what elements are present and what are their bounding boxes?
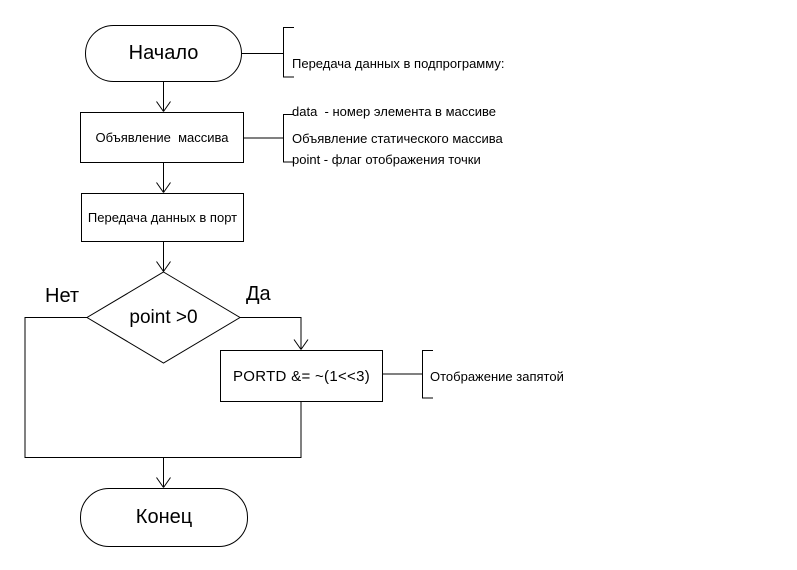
- connector-merge-to-end: [156, 457, 171, 488]
- annotation-subroutine-line1: Передача данных в подпрограмму:: [292, 56, 505, 71]
- annotation-subroutine: Передача данных в подпрограмму: data - н…: [292, 24, 504, 200]
- bracket-icon: [422, 350, 433, 399]
- arrowhead-down-icon: [156, 182, 171, 193]
- arrowhead-down-icon: [156, 477, 171, 488]
- connector-no-branch: [24, 317, 87, 458]
- decision-node: point >0: [87, 272, 240, 363]
- annotation-static-array: Объявление статического массива: [292, 131, 503, 146]
- connector-yes-branch: [240, 317, 309, 350]
- portd-node: PORTD &= ~(1<<3): [220, 350, 383, 402]
- connector-start-to-declare: [156, 82, 171, 112]
- connector-port-to-decision: [156, 242, 171, 272]
- arrowhead-down-icon: [156, 101, 171, 112]
- declare-array-node: Объявление массива: [80, 112, 244, 163]
- annotation-subroutine-line2: data - номер элемента в массиве: [292, 104, 496, 119]
- decision-node-label: point >0: [129, 306, 198, 328]
- arrowhead-down-icon: [293, 339, 309, 350]
- callout-declare-annotation: [244, 114, 294, 163]
- connector-declare-to-port: [156, 163, 171, 193]
- branch-label-yes: Да: [246, 283, 271, 305]
- send-to-port-node-label: Передача данных в порт: [87, 210, 238, 225]
- declare-array-node-label: Объявление массива: [95, 130, 229, 145]
- bracket-icon: [283, 114, 294, 163]
- portd-node-label: PORTD &= ~(1<<3): [232, 367, 371, 385]
- start-node: Начало: [85, 25, 242, 82]
- end-node-label: Конец: [135, 506, 193, 528]
- branch-label-no: Нет: [45, 285, 80, 307]
- start-node-label: Начало: [128, 42, 199, 64]
- annotation-comma-display: Отображение запятой: [430, 369, 564, 384]
- bracket-icon: [283, 27, 294, 78]
- decision-diamond-shape: [86, 271, 241, 364]
- callout-start-annotation: [242, 27, 294, 78]
- callout-portd-annotation: [383, 350, 433, 399]
- arrowhead-down-icon: [156, 261, 171, 272]
- send-to-port-node: Передача данных в порт: [81, 193, 244, 242]
- end-node: Конец: [80, 488, 248, 547]
- annotation-subroutine-line3: point - флаг отображения точки: [292, 152, 481, 167]
